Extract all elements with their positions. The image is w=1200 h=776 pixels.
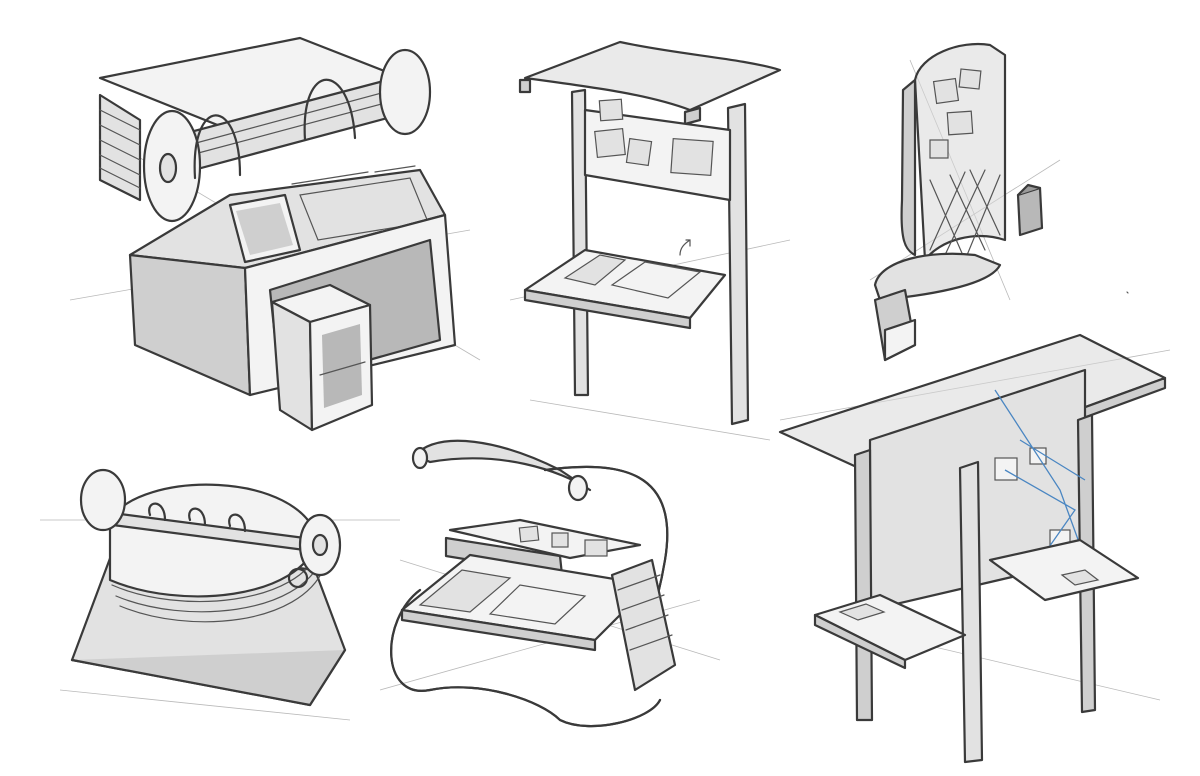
canopy-notice-board-stand-sketch bbox=[509, 40, 791, 441]
glass-top-board-stand-sketch bbox=[778, 333, 1171, 764]
rolodex-card-file-sketch bbox=[40, 468, 400, 721]
rolodex-desk-with-stool-sketch bbox=[69, 36, 481, 432]
tube-frame-canopy-desk-sketch bbox=[379, 439, 721, 728]
curved-panel-kiosk-sketch bbox=[869, 42, 1129, 362]
